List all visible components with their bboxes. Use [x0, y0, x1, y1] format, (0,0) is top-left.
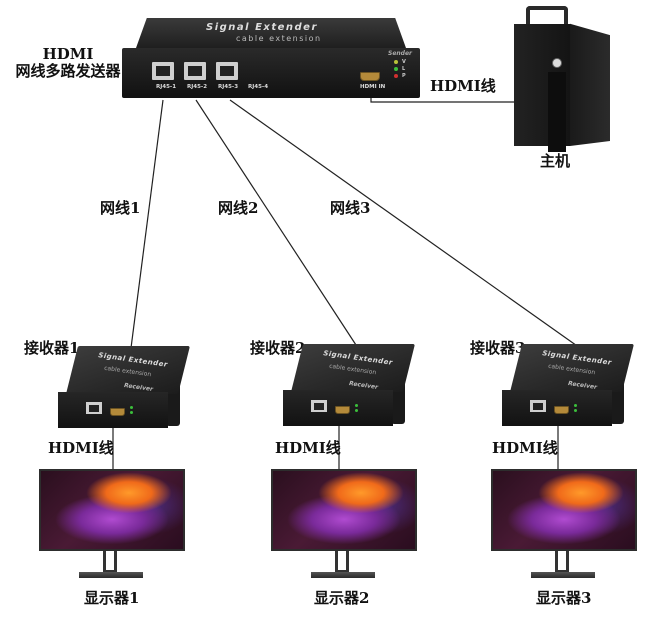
monitor-neck — [103, 551, 117, 573]
receiver-device-2: Signal Extender cable extension Receiver — [283, 344, 423, 434]
monitor-screen — [39, 469, 185, 551]
led-v-label: V — [402, 59, 406, 65]
sender-top-panel: Signal Extender cable extension — [136, 18, 406, 48]
monitor-2-icon — [271, 469, 417, 593]
led-l-label: L — [402, 66, 406, 72]
hdmi-in-label: HDMI IN — [360, 84, 386, 90]
monitor-neck — [335, 551, 349, 573]
receiver-hdmi-port-icon — [554, 406, 569, 414]
monitor-base — [311, 572, 375, 578]
port-label-rj45-2: RJ45-2 — [187, 84, 208, 90]
sender-device-subtitle: cable extension — [236, 34, 322, 43]
monitor-3-icon — [491, 469, 637, 593]
receiver-device-1: Signal Extender cable extension Receiver — [58, 346, 198, 436]
port-label-rj45-3: RJ45-3 — [218, 84, 239, 90]
hdmi-in-port-icon — [360, 72, 380, 81]
cable-label-2: 网线2 — [218, 199, 259, 217]
receiver-label-3: 接收器3 — [470, 339, 526, 357]
led-p-label: P — [402, 73, 406, 79]
sender-device-tag: Sender — [388, 50, 412, 57]
receiver-hdmi-port-icon — [110, 408, 125, 416]
receiver-label-1: 接收器1 — [24, 339, 80, 357]
rj45-port-1-icon — [152, 62, 174, 80]
cable-line-1 — [130, 99, 164, 349]
pc-power-button-icon — [552, 58, 562, 68]
pc-vent — [548, 72, 566, 152]
receiver-cable-label-1: HDMI线 — [48, 439, 114, 457]
cable-label-1: 网线1 — [100, 199, 141, 217]
cable-label-3: 网线3 — [330, 199, 371, 217]
receiver-rj45-port-icon — [311, 400, 327, 412]
cable-line-3 — [229, 99, 581, 349]
led-l-icon — [394, 67, 398, 71]
receiver-led-icon — [574, 404, 577, 407]
sender-device-title: Signal Extender — [206, 22, 318, 33]
receiver-led-icon — [574, 409, 577, 412]
monitor-label-1: 显示器1 — [84, 589, 140, 607]
pc-front-panel — [514, 24, 570, 152]
monitor-screen — [271, 469, 417, 551]
receiver-label-2: 接收器2 — [250, 339, 306, 357]
port-label-rj45-4: RJ45-4 — [248, 84, 269, 90]
monitor-neck — [555, 551, 569, 573]
rj45-port-2-icon — [184, 62, 206, 80]
monitor-screen — [491, 469, 637, 551]
receiver-cable-label-2: HDMI线 — [275, 439, 341, 457]
rj45-port-3-icon — [216, 62, 238, 80]
sender-label: HDMI 网线多路发送器 — [6, 45, 130, 81]
sender-label-line1: HDMI — [42, 45, 94, 63]
port-label-rj45-1: RJ45-1 — [156, 84, 177, 90]
host-pc-icon — [512, 6, 610, 152]
receiver-led-icon — [130, 406, 133, 409]
receiver-rj45-port-icon — [530, 400, 546, 412]
receiver-hdmi-port-icon — [335, 406, 350, 414]
host-hdmi-line — [370, 96, 516, 103]
pc-side-panel — [570, 23, 610, 146]
monitor-1-icon — [39, 469, 185, 593]
monitor-base — [531, 572, 595, 578]
receiver-led-icon — [130, 411, 133, 414]
cable-line-2 — [195, 99, 357, 346]
monitor-label-3: 显示器3 — [536, 589, 592, 607]
monitor-label-2: 显示器2 — [314, 589, 370, 607]
receiver-cable-label-3: HDMI线 — [492, 439, 558, 457]
led-v-icon — [394, 60, 398, 64]
host-cable-label: HDMI线 — [430, 77, 496, 95]
receiver-led-icon — [355, 409, 358, 412]
host-label: 主机 — [540, 152, 571, 170]
sender-label-line2: 网线多路发送器 — [15, 62, 121, 81]
receiver-led-icon — [355, 404, 358, 407]
monitor-base — [79, 572, 143, 578]
receiver-rj45-port-icon — [86, 402, 102, 414]
led-p-icon — [394, 74, 398, 78]
receiver-device-3: Signal Extender cable extension Receiver — [502, 344, 642, 434]
sender-device: Signal Extender cable extension Sender R… — [122, 18, 420, 102]
pc-handle — [526, 6, 568, 24]
